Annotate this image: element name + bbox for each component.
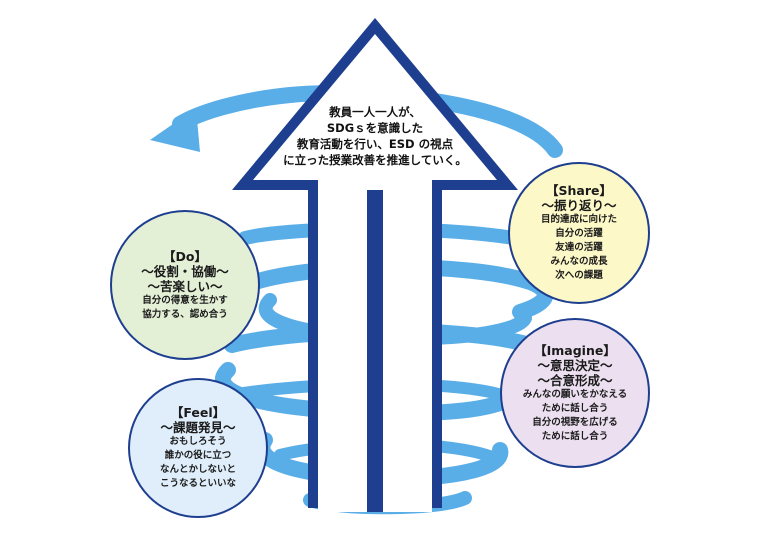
do-title: 【Do】: [163, 248, 207, 264]
center-arrow-text: 教員一人一人が、 SDGｓを意識した 教育活動を行い、ESD の視点 に立った授…: [268, 104, 482, 168]
center-line-2: SDGｓを意識した: [326, 121, 424, 135]
upward-arrow: [232, 18, 518, 512]
feel-body-4: こうなるといいな: [159, 478, 236, 489]
center-line-4: に立った授業改善を推進していく。: [283, 153, 467, 167]
share-body-4: みんなの成長: [550, 256, 608, 267]
center-line-1: 教員一人一人が、: [329, 105, 421, 119]
feel-body-3: なんとかしないと: [159, 464, 236, 475]
share-title: 【Share】: [546, 183, 612, 198]
feel-title: 【Feel】: [170, 405, 226, 420]
imagine-body-1: みんなの願いをかなえる: [522, 388, 628, 400]
share-body-3: 友達の活躍: [555, 242, 603, 253]
top-arrowhead-icon: [150, 108, 200, 152]
feel-subtitle: ～課題発見～: [160, 420, 236, 435]
share-body-5: 次への課題: [555, 270, 603, 281]
imagine-body-4: ために話し合う: [541, 430, 609, 442]
spiral: [150, 85, 563, 515]
share-subtitle: ～振り返り～: [541, 198, 617, 213]
arrow-shaft-line: [367, 190, 383, 512]
feel-bubble: 【Feel】 ～課題発見～ おもしろそう 誰かの役に立つ なんとかしないと こう…: [128, 378, 268, 518]
imagine-subtitle-2: ～合意形成～: [537, 372, 613, 388]
imagine-bubble: 【Imagine】 ～意思決定～ ～合意形成～ みんなの願いをかなえる ために話…: [500, 318, 650, 468]
do-subtitle-1: ～役割・協働～: [141, 263, 229, 279]
share-bubble: 【Share】 ～振り返り～ 目的達成に向けた 自分の活躍 友達の活躍 みんなの…: [508, 162, 650, 304]
share-body-2: 自分の活躍: [555, 228, 603, 239]
imagine-body-2: ために話し合う: [541, 402, 609, 414]
imagine-body-3: 自分の視野を広げる: [532, 416, 618, 428]
center-line-3: 教育活動を行い、ESD の視点: [296, 137, 454, 151]
feel-body-1: おもしろそう: [169, 436, 227, 447]
imagine-subtitle-1: ～意思決定～: [537, 357, 613, 373]
do-body-2: 協力する、認め合う: [142, 308, 228, 320]
do-subtitle-2: ～苦楽しい～: [147, 278, 223, 294]
share-body-1: 目的達成に向けた: [540, 214, 617, 225]
do-body-1: 自分の得意を生かす: [142, 294, 228, 306]
imagine-title: 【Imagine】: [534, 342, 616, 358]
feel-body-2: 誰かの役に立つ: [164, 450, 232, 461]
do-bubble: 【Do】 ～役割・協働～ ～苦楽しい～ 自分の得意を生かす 協力する、認め合う: [110, 210, 260, 360]
